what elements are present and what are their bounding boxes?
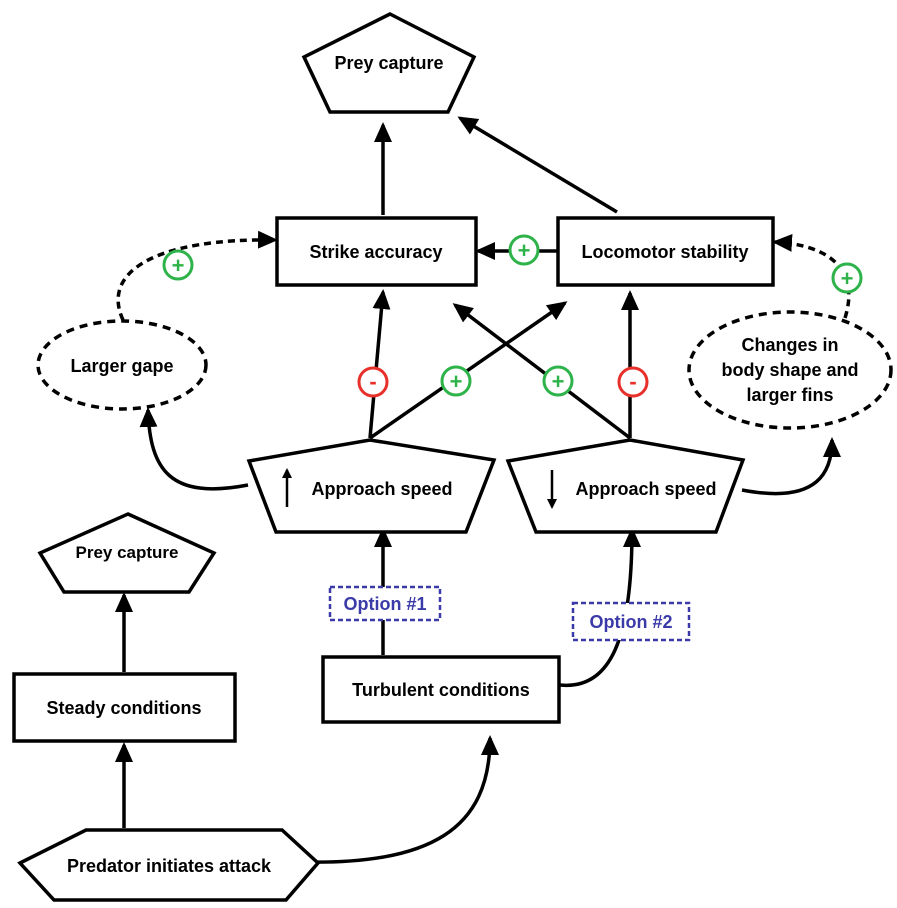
node-turbulent-conditions: Turbulent conditions (321, 655, 561, 724)
node-prey-capture-top: Prey capture (301, 12, 477, 114)
edge-gape-to-strike (116, 230, 278, 321)
strike-accuracy-label: Strike accuracy (309, 242, 442, 262)
edge-up-to-gape (139, 407, 249, 491)
locomotor-stability-label: Locomotor stability (581, 242, 748, 262)
prey-capture-bottom-label: Prey capture (76, 543, 179, 562)
body-shape-line2: body shape and (721, 360, 858, 380)
sign-negative-down-stability: - (617, 366, 649, 398)
positive-sign-icon: + (450, 369, 463, 394)
prey-capture-top-label: Prey capture (334, 53, 443, 73)
svg-text:Option #1: Option #1 (343, 594, 426, 614)
node-prey-capture-bottom: Prey capture (37, 512, 217, 594)
positive-sign-icon: + (518, 238, 531, 263)
edge-attack-to-turbulent (299, 735, 499, 864)
negative-sign-icon: - (369, 369, 376, 394)
positive-sign-icon: + (172, 253, 185, 278)
node-approach-speed-down: Approach speed (505, 438, 746, 534)
sign-positive-body-shape: + (831, 262, 863, 294)
sign-positive-up-stability: + (440, 365, 472, 397)
node-larger-gape: Larger gape (36, 319, 208, 411)
svg-text:Option #2: Option #2 (589, 612, 672, 632)
edges (115, 116, 851, 864)
edge-down-to-body-shape (741, 437, 841, 496)
edge-down-to-strike (452, 303, 632, 440)
node-body-shape-fins: Changes in body shape and larger fins (687, 310, 893, 430)
steady-conditions-label: Steady conditions (46, 698, 201, 718)
predator-initiates-attack-label: Predator initiates attack (67, 856, 272, 876)
sign-positive-down-strike: + (542, 365, 574, 397)
approach-speed-up-label: Approach speed (311, 479, 452, 499)
body-shape-line1: Changes in (741, 335, 838, 355)
turbulent-conditions-label: Turbulent conditions (352, 680, 530, 700)
edge-up-to-stability (369, 301, 568, 440)
larger-gape-label: Larger gape (70, 356, 173, 376)
positive-sign-icon: + (552, 369, 565, 394)
option-2-label: Option #2 (571, 601, 691, 642)
node-strike-accuracy: Strike accuracy (275, 216, 478, 287)
approach-speed-down-label: Approach speed (575, 479, 716, 499)
node-approach-speed-up: Approach speed (246, 438, 497, 534)
sign-negative-up-strike: - (357, 366, 389, 398)
node-predator-initiates-attack: Predator initiates attack (17, 828, 321, 902)
edge-turbulent-to-down (559, 527, 641, 688)
edge-stability-to-prey (457, 116, 618, 214)
node-locomotor-stability: Locomotor stability (556, 216, 775, 287)
edge-up-to-strike (368, 289, 391, 439)
edge-body-shape-to-stability (772, 233, 851, 319)
node-steady-conditions: Steady conditions (12, 672, 237, 743)
body-shape-line3: larger fins (746, 385, 833, 405)
sign-positive-stability-strike: + (508, 234, 540, 266)
negative-sign-icon: - (629, 369, 636, 394)
option-1-label: Option #1 (328, 585, 442, 622)
sign-positive-gape: + (162, 249, 194, 281)
positive-sign-icon: + (841, 266, 854, 291)
